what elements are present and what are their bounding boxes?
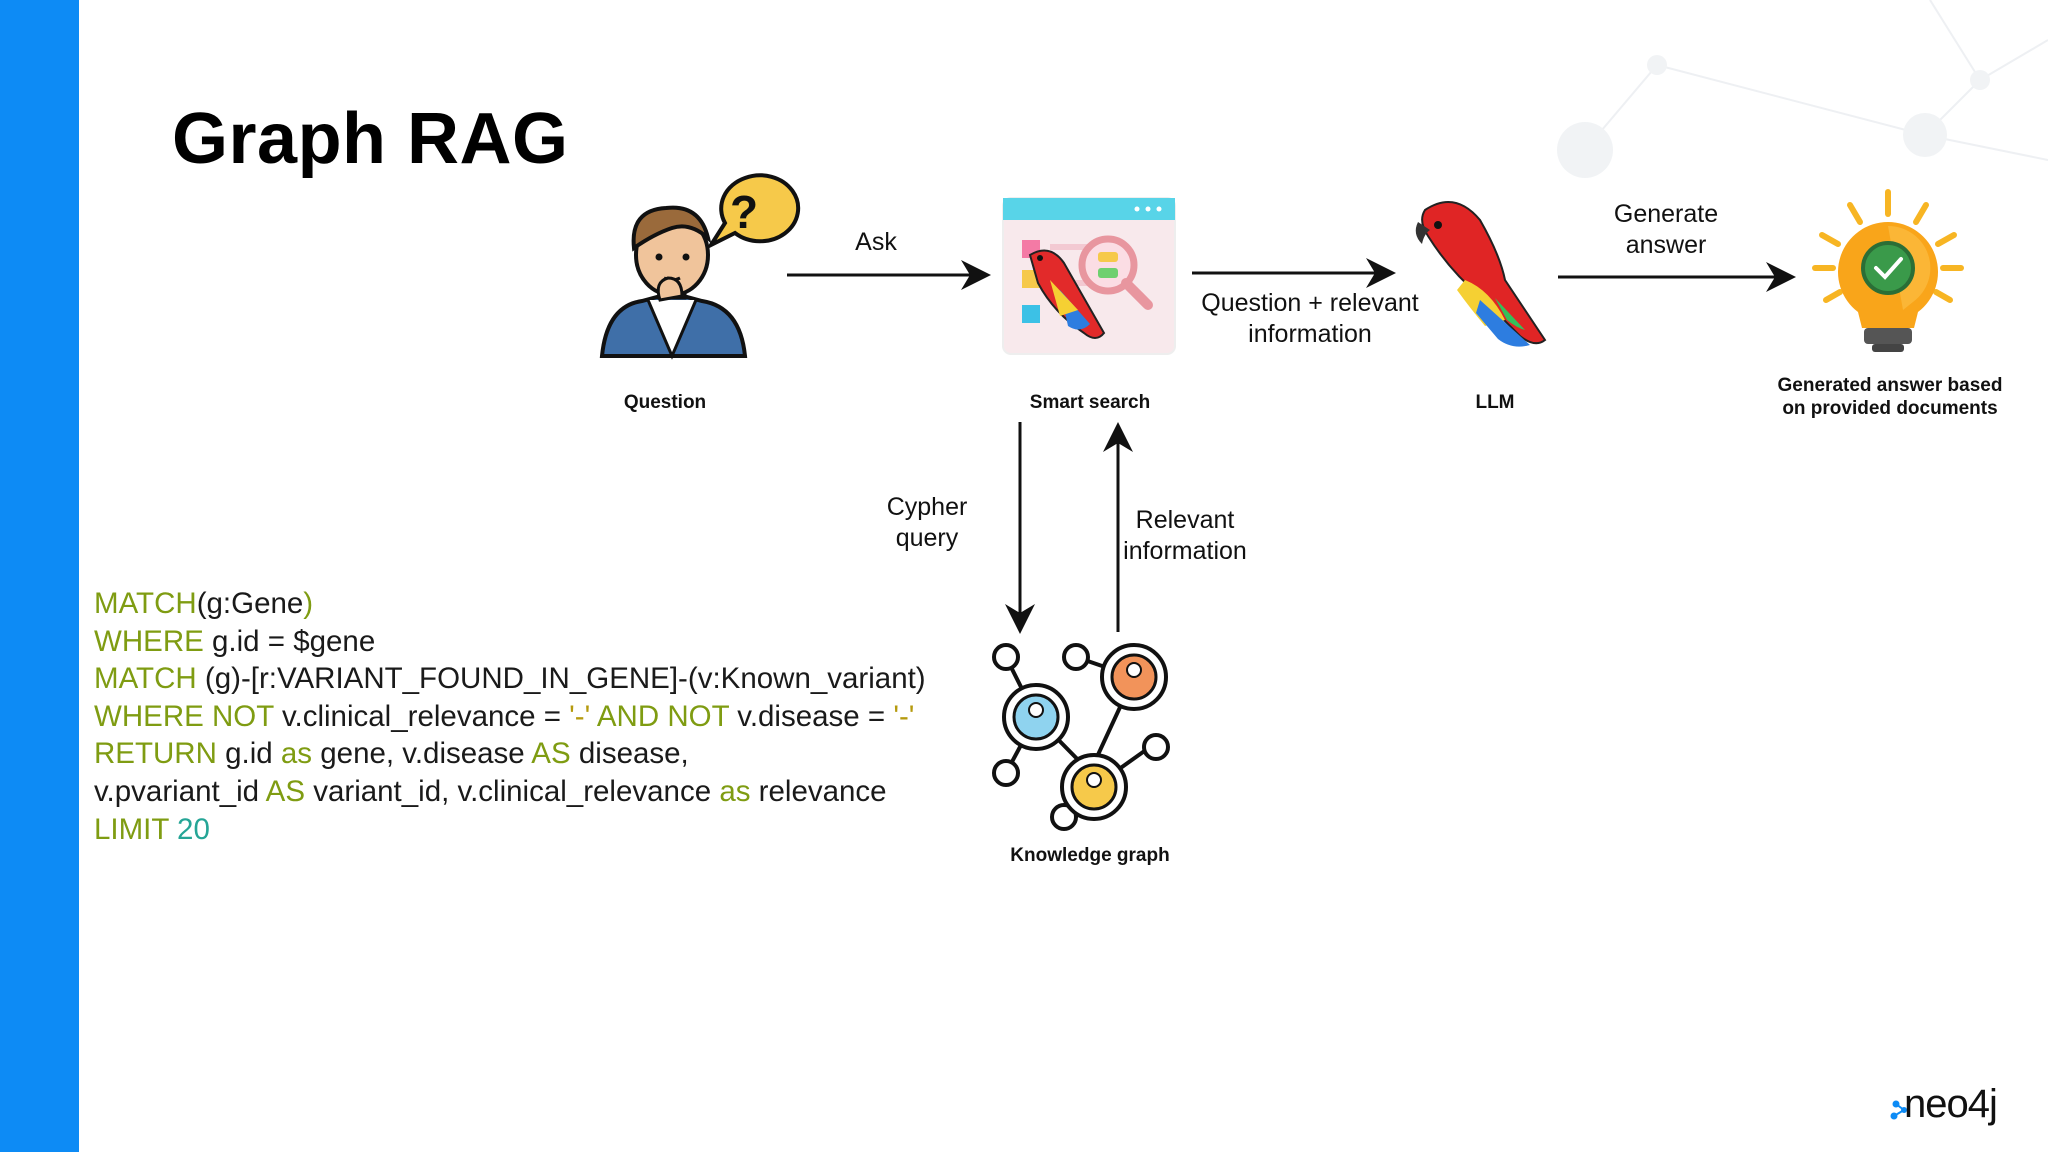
code-token: as xyxy=(719,774,751,808)
code-token: ) xyxy=(303,587,314,620)
lightbulb-check-icon xyxy=(1812,189,1964,352)
llm-node-label: LLM xyxy=(1475,392,1515,413)
thinking-person-icon: ? xyxy=(599,173,801,360)
parrot-icon xyxy=(1415,201,1547,347)
cypher-line2: query xyxy=(895,524,959,552)
code-token: (g)-[r:VARIANT_FOUND_IN_GENE]-(v:Known_v… xyxy=(196,662,926,696)
smart-search-parrot-icon xyxy=(1002,197,1176,355)
code-token: MATCH xyxy=(94,587,197,620)
code-token: g.id = $gene xyxy=(203,624,376,658)
code-token: RETURN xyxy=(94,737,217,771)
code-token: v.clinical_relevance = xyxy=(273,699,570,733)
question-relevant-line2: information xyxy=(1248,320,1372,348)
knowledge-graph-node-label: Knowledge graph xyxy=(1010,845,1170,866)
answer-label-line2: on provided documents xyxy=(1782,398,1998,419)
code-token: as xyxy=(280,737,313,771)
page-title: Graph RAG xyxy=(172,99,569,179)
neo4j-logo-text: neo4j xyxy=(1904,1082,1998,1126)
code-token: (g:Gene xyxy=(196,587,304,620)
generate-answer-edge-label: Generate answer xyxy=(1566,199,1766,261)
code-token: g.id xyxy=(216,737,281,771)
answer-node-label: Generated answer based on provided docum… xyxy=(1740,374,2040,420)
answer-label-line1: Generated answer based xyxy=(1777,375,2003,396)
code-line: v.pvariant_id AS variant_id, v.clinical_… xyxy=(94,773,926,811)
question-relevant-line1: Question + relevant xyxy=(1201,289,1419,317)
code-token: 20 xyxy=(168,812,210,846)
cypher-query-edge-label: Cypher query xyxy=(867,492,987,554)
generate-line1: Generate xyxy=(1613,200,1719,228)
code-token: v.disease = xyxy=(729,699,894,733)
generate-line2: answer xyxy=(1625,231,1707,259)
code-token: gene, v.disease xyxy=(312,737,532,771)
cypher-line1: Cypher xyxy=(886,493,968,521)
code-token: AS xyxy=(531,737,571,771)
code-token: LIMIT xyxy=(94,812,169,846)
code-line: MATCH (g)-[r:VARIANT_FOUND_IN_GENE]-(v:K… xyxy=(94,660,926,698)
code-line: RETURN g.id as gene, v.disease AS diseas… xyxy=(94,735,926,773)
ask-edge-label: Ask xyxy=(855,228,897,256)
code-token: disease, xyxy=(570,737,689,771)
code-token: v.pvariant_id xyxy=(94,774,266,808)
smart-search-node-label: Smart search xyxy=(1029,392,1151,413)
code-token: WHERE NOT xyxy=(94,699,274,733)
question-relevant-edge-label: Question + relevant information xyxy=(1180,288,1440,350)
question-node-label: Question xyxy=(623,392,707,413)
code-token: '-' xyxy=(893,699,915,733)
code-token: WHERE xyxy=(94,624,204,658)
code-line: MATCH(g:Gene) xyxy=(94,585,926,623)
left-accent-bar xyxy=(0,0,79,1152)
code-line: WHERE g.id = $gene xyxy=(94,623,926,661)
code-token: relevance xyxy=(750,774,887,808)
code-token: variant_id, v.clinical_relevance xyxy=(305,774,720,808)
background-network-decoration xyxy=(1557,0,2048,178)
relevant-information-edge-label: Relevant information xyxy=(1115,505,1255,567)
svg-text:?: ? xyxy=(730,186,758,238)
code-line: LIMIT 20 xyxy=(94,811,926,849)
neo4j-logo-mark-icon xyxy=(1890,1100,1907,1120)
code-token: MATCH xyxy=(94,662,197,696)
code-token: AND NOT xyxy=(590,699,730,733)
code-line: WHERE NOT v.clinical_relevance = '-' AND… xyxy=(94,698,926,736)
knowledge-graph-icon xyxy=(992,643,1170,831)
code-token: AS xyxy=(265,774,306,808)
relevant-line2: information xyxy=(1123,537,1247,565)
relevant-line1: Relevant xyxy=(1135,506,1235,534)
code-token: '-' xyxy=(569,699,591,733)
